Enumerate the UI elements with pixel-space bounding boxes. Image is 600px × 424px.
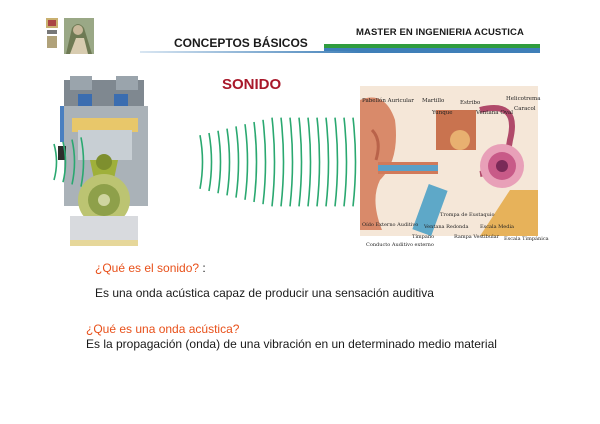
ear-label-caracol: Caracol: [514, 106, 536, 112]
sound-wave-arc: [262, 119, 267, 205]
ear-label-helicotrema: Helicotrema: [506, 96, 541, 102]
sound-wave-arc: [208, 132, 213, 192]
ear-label-timpano: Tímpano: [412, 233, 434, 240]
ear-label-pabellon: Pabellón Auricular: [362, 97, 414, 104]
ear-label-estribo: Estribo: [460, 100, 481, 106]
section-title: SONIDO: [222, 76, 282, 93]
ear-label-rampa-vestibular: Rampa Vestibular: [454, 234, 500, 240]
header-rule-blue: [324, 48, 540, 51]
sound-illustration: Pabellón Auricular Martillo Yunque Estri…: [53, 76, 549, 248]
sound-wave-arc: [352, 117, 357, 207]
ear-label-ventana-oval: Ventana Oval: [475, 110, 513, 116]
sound-wave-arc: [199, 135, 204, 189]
ear-label-escala-timpanica: Escala Timpánica: [504, 235, 549, 242]
sound-wave-arc: [280, 117, 285, 207]
ear-anatomy-icon: [360, 86, 538, 236]
sound-wave-arc: [271, 117, 276, 207]
sound-wave-arc: [217, 130, 222, 194]
ear-label-oido-externo: Oído Externo Auditivo: [362, 221, 418, 228]
program-title: MASTER EN INGENIERIA ACUSTICA: [356, 27, 524, 38]
sound-wave-arc: [289, 117, 294, 207]
sound-wave-arc: [253, 121, 258, 203]
sound-wave-arc: [307, 117, 312, 207]
question-sound-text: ¿Qué es el sonido?: [95, 261, 200, 275]
ear-label-ventana-redonda: Ventana Redonda: [423, 224, 468, 230]
question-sound: ¿Qué es el sonido? :: [95, 261, 206, 275]
header-rule: [140, 51, 540, 53]
university-logo-icon: [44, 14, 96, 56]
answer-sound: Es una onda acústica capaz de producir u…: [95, 286, 434, 300]
ear-label-martillo: Martillo: [422, 98, 445, 104]
page-header-title: CONCEPTOS BÁSICOS: [174, 36, 308, 50]
sound-wave-arc: [235, 126, 240, 198]
question-sound-colon: :: [202, 261, 206, 275]
sound-wave-arc: [226, 128, 231, 196]
sound-wave-arc: [53, 143, 58, 181]
sound-wave-arc: [80, 137, 85, 187]
ear-label-escala-media: Escala Media: [480, 224, 514, 230]
sound-wave-arc: [334, 117, 339, 207]
sound-wave-arc: [71, 139, 76, 185]
header-rule-green: [324, 44, 540, 48]
answer-acoustic-wave: Es la propagación (onda) de una vibració…: [86, 337, 497, 351]
sound-wave-arc: [316, 117, 321, 207]
sound-wave-arc: [62, 141, 67, 183]
ear-label-yunque: Yunque: [431, 110, 453, 116]
sound-wave-arc: [325, 117, 330, 207]
ear-label-conducto: Conducto Auditivo externo: [366, 242, 434, 248]
sound-waves: [53, 117, 357, 207]
sound-wave-arc: [343, 117, 348, 207]
question-acoustic-wave: ¿Qué es una onda acústica?: [86, 322, 240, 336]
sound-wave-arc: [298, 117, 303, 207]
engine-cross-section-icon: [58, 76, 148, 246]
ear-label-trompa: Trompa de Eustaquio: [440, 212, 494, 218]
sound-wave-arc: [244, 124, 249, 200]
